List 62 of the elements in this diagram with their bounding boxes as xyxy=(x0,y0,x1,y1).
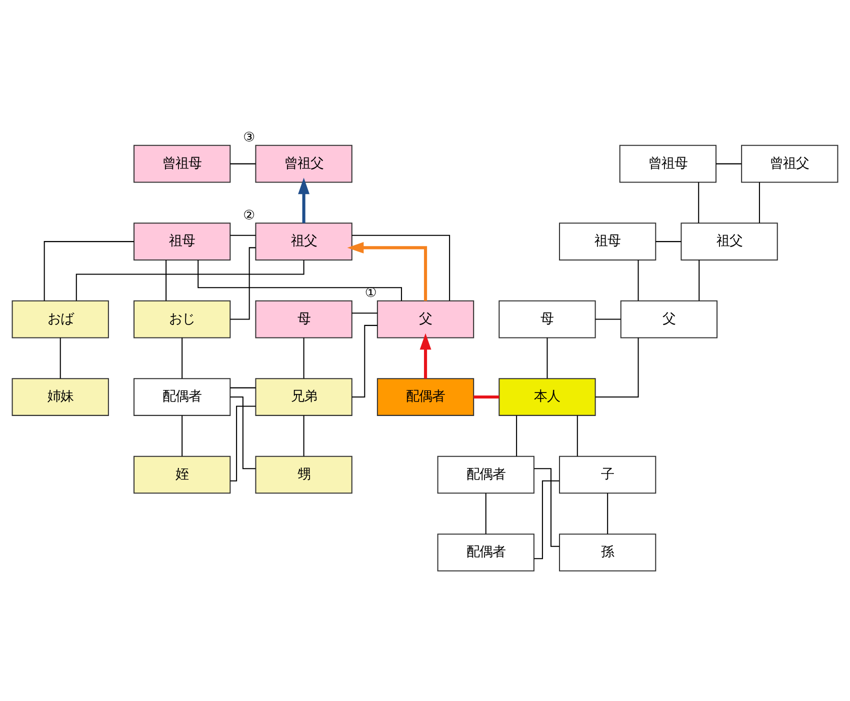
node-box: 父 xyxy=(376,300,474,338)
connector xyxy=(182,414,183,456)
node-box: 姪 xyxy=(134,455,231,494)
node-box: 母 xyxy=(255,300,352,338)
connector xyxy=(474,394,500,398)
connector xyxy=(303,337,304,378)
connector xyxy=(534,480,560,559)
node-box: おじ xyxy=(134,300,231,338)
connector xyxy=(607,492,608,534)
node-label: ③ xyxy=(243,130,256,146)
connector xyxy=(656,240,682,242)
node-box: 配偶者 xyxy=(134,378,231,416)
connector xyxy=(698,259,700,300)
connector xyxy=(303,414,304,456)
node-label: ② xyxy=(243,208,256,223)
connector xyxy=(516,414,518,456)
node-box: 祖母 xyxy=(558,222,656,260)
node-box: 孫 xyxy=(558,533,656,571)
connector xyxy=(758,182,760,222)
connector xyxy=(60,337,61,378)
arrow xyxy=(298,177,310,223)
node-box: 本人 xyxy=(498,378,596,416)
connector xyxy=(230,246,256,320)
node-box: 姉妹 xyxy=(12,378,109,416)
connector xyxy=(352,312,378,314)
connector xyxy=(546,337,548,378)
connector xyxy=(352,234,450,300)
connector xyxy=(182,337,183,378)
arrow xyxy=(420,332,432,378)
node-box: 母 xyxy=(498,300,596,338)
node-box: 祖父 xyxy=(255,222,352,260)
node-box: 配偶者 xyxy=(437,533,534,571)
node-box: 曾祖父 xyxy=(741,144,838,182)
connector xyxy=(230,162,256,164)
connector xyxy=(576,414,578,456)
node-box: 配偶者 xyxy=(376,378,474,416)
connector xyxy=(595,318,621,320)
node-box: 曾祖母 xyxy=(134,144,231,182)
connector xyxy=(166,259,167,300)
node-box: 子 xyxy=(558,455,656,494)
node-box: 兄弟 xyxy=(255,378,352,416)
connector xyxy=(595,337,639,398)
node-box: 父 xyxy=(620,300,718,338)
connector xyxy=(230,405,256,481)
arrow xyxy=(347,241,428,300)
node-box: 曾祖母 xyxy=(619,144,716,182)
connector xyxy=(230,234,256,236)
connector xyxy=(638,259,639,300)
connector xyxy=(716,162,742,164)
connector xyxy=(230,386,256,388)
connector xyxy=(698,182,700,222)
node-box: 曾祖父 xyxy=(255,144,352,182)
connector xyxy=(44,240,134,300)
node-box: 祖父 xyxy=(680,222,778,260)
node-box: 祖母 xyxy=(134,222,231,260)
connector xyxy=(230,396,256,469)
node-box: おば xyxy=(12,300,109,338)
connector xyxy=(534,468,560,546)
node-box: 配偶者 xyxy=(437,455,534,494)
connector xyxy=(485,492,486,534)
connector xyxy=(76,260,304,300)
node-box: 甥 xyxy=(255,455,352,494)
